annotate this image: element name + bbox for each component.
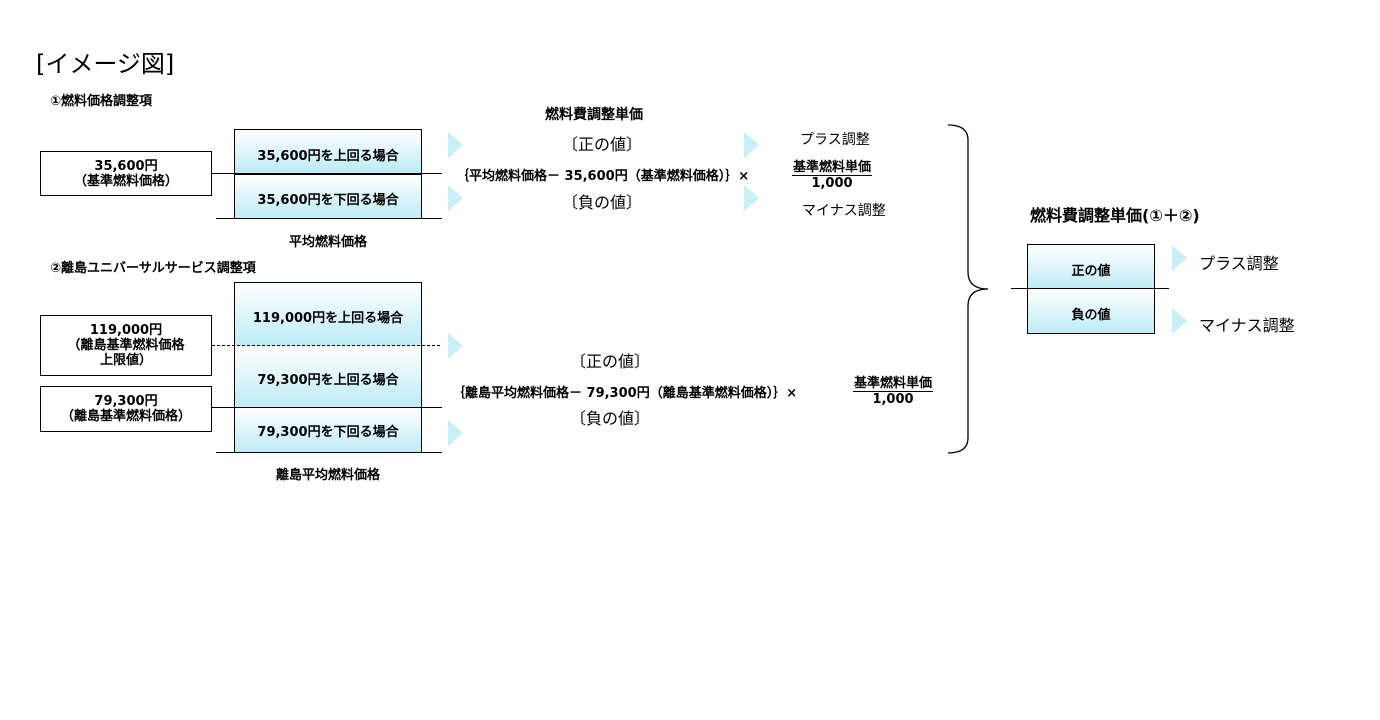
result-minus-label: マイナス調整: [1199, 316, 1295, 335]
section1-formula: ｛平均燃料価格－ 35,600円（基準燃料価格）｝×: [456, 169, 750, 184]
fraction-numerator: 基準燃料単価: [853, 376, 934, 392]
arrow-icon: [1172, 245, 1187, 271]
island-base-price-label: （離島基準燃料価格）: [60, 409, 191, 424]
section2-formula: ｛離島平均燃料価格－ 79,300円（離島基準燃料価格）｝×: [452, 386, 798, 401]
arrow-icon: [448, 333, 463, 359]
section2-positive: 〔正の値〕: [570, 352, 651, 371]
result-box: [1027, 244, 1155, 334]
section2-axis-label: 離島平均燃料価格: [275, 468, 380, 483]
upper-case-label: 35,600円を上回る場合: [257, 149, 399, 164]
section2-negative: 〔負の値〕: [570, 409, 651, 428]
section1-title: ①燃料価格調整項: [50, 94, 153, 109]
section1-axis-line: [216, 218, 442, 219]
case-low-label: 79,300円を下回る場合: [257, 425, 399, 440]
cap-price-label-2: 上限値）: [99, 353, 152, 368]
upper-case-box: [234, 129, 422, 174]
base-fuel-price-label: （基準燃料価格）: [73, 173, 178, 189]
arrow-icon: [448, 420, 463, 446]
section1-fraction: 基準燃料単価 1,000: [792, 160, 873, 191]
base-price-line: [212, 173, 442, 174]
section2-axis-line: [216, 452, 442, 453]
arrow-icon: [1172, 308, 1187, 334]
section1-axis-label: 平均燃料価格: [288, 235, 367, 250]
section1-minus-label: マイナス調整: [802, 203, 886, 219]
arrow-icon: [744, 185, 759, 211]
island-base-price-value: 79,300円: [94, 394, 158, 409]
arrow-icon: [744, 132, 759, 158]
result-zero-line: [1011, 288, 1169, 289]
case-top-label: 119,000円を上回る場合: [252, 311, 404, 326]
arrow-icon: [448, 132, 463, 158]
base-fuel-price-value: 35,600円: [94, 158, 158, 174]
lower-case-box: [234, 174, 422, 219]
fraction-denominator: 1,000: [811, 176, 853, 191]
result-positive: 正の値: [1071, 264, 1111, 279]
fraction-numerator: 基準燃料単価: [792, 160, 873, 176]
result-plus-label: プラス調整: [1199, 254, 1279, 273]
section2-case-box: [234, 282, 422, 453]
section1-negative: 〔負の値〕: [562, 193, 643, 212]
section1-top-label: 燃料費調整単価: [545, 107, 643, 123]
section1-positive: 〔正の値〕: [562, 135, 643, 154]
arrow-icon: [448, 185, 463, 211]
island-base-price-line: [212, 407, 442, 408]
result-title: 燃料費調整単価(①＋②): [1030, 206, 1200, 225]
page-heading: [イメージ図]: [36, 50, 175, 78]
result-negative: 負の値: [1071, 308, 1111, 323]
section2-fraction: 基準燃料単価 1,000: [853, 376, 934, 407]
lower-case-label: 35,600円を下回る場合: [257, 193, 399, 208]
cap-price-dashed-line: [212, 345, 440, 346]
base-fuel-price-box: 35,600円 （基準燃料価格）: [40, 151, 212, 196]
section2-title: ②離島ユニバーサルサービス調整項: [50, 261, 256, 276]
cap-price-value: 119,000円: [89, 323, 163, 338]
cap-price-label: （離島基準燃料価格: [67, 338, 185, 353]
fraction-denominator: 1,000: [872, 392, 914, 407]
island-base-price-box: 79,300円 （離島基準燃料価格）: [40, 386, 212, 432]
section1-plus-label: プラス調整: [800, 132, 870, 148]
cap-price-box: 119,000円 （離島基準燃料価格 上限値）: [40, 315, 212, 376]
case-mid-label: 79,300円を上回る場合: [257, 373, 399, 388]
